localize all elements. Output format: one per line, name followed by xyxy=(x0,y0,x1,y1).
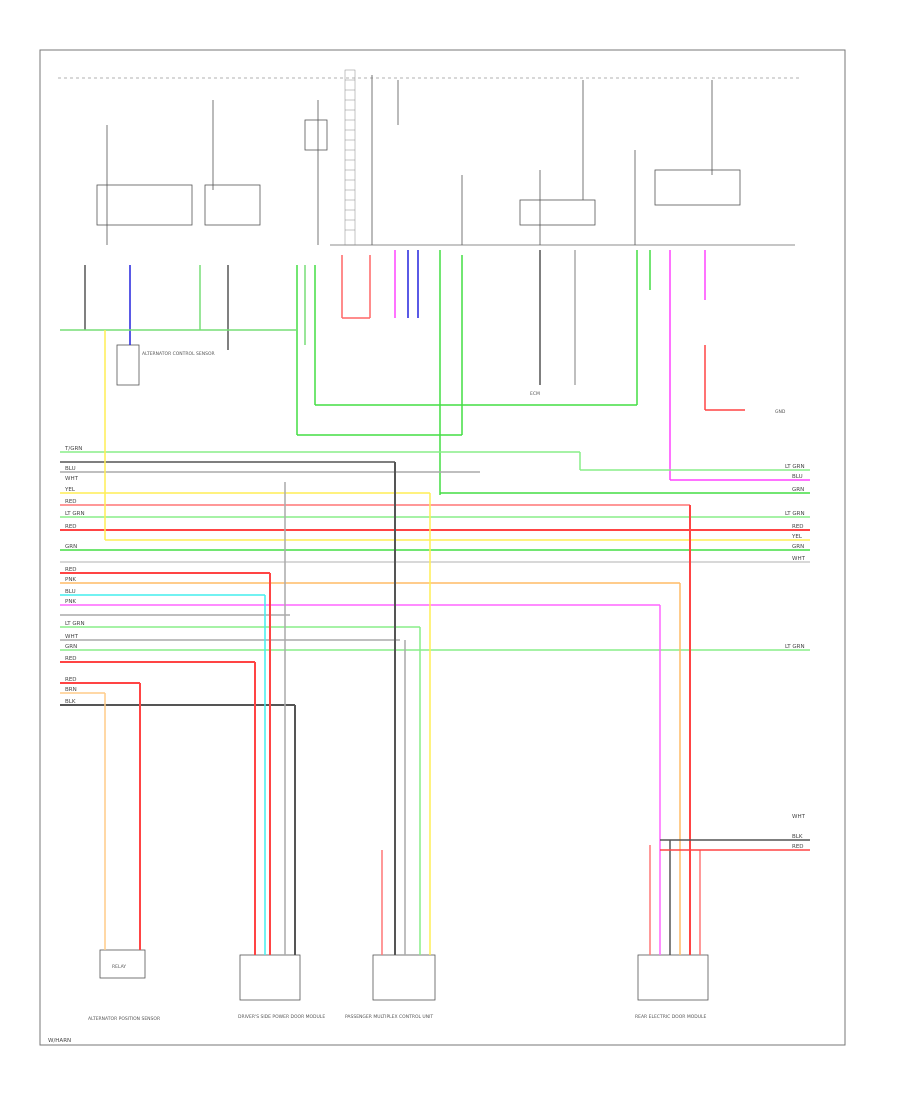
right-label-5: RED xyxy=(792,524,804,530)
left-label-1: T/GRN xyxy=(64,446,82,452)
right-labels: LT GRN BLU GRN LT GRN RED YEL GRN WHT LT… xyxy=(785,464,806,850)
right-label-6: YEL xyxy=(791,534,803,540)
left-label-17: RED xyxy=(65,677,77,683)
left-labels: T/GRN BLU WHT YEL RED LT GRN RED GRN PNK… xyxy=(64,446,85,705)
diagram-frame xyxy=(39,49,846,1046)
right-label-10: WHT xyxy=(792,814,806,820)
right-label-8: WHT xyxy=(792,556,806,562)
left-label-16: RED xyxy=(65,656,77,662)
footer-label: W/HARN xyxy=(48,1038,71,1044)
left-label-9: PNK xyxy=(65,577,76,583)
left-label-6: LT GRN xyxy=(65,511,85,517)
right-label-1: LT GRN xyxy=(785,464,805,470)
right-label-9: LT GRN xyxy=(785,644,805,650)
component-label-1: ALTERNATOR CONTROL SENSOR xyxy=(142,351,215,357)
left-label-7: RED xyxy=(65,524,77,530)
fuse-block xyxy=(106,75,713,245)
left-label-10: RED xyxy=(65,567,77,573)
left-label-8: GRN xyxy=(65,544,77,550)
bus-wires xyxy=(60,451,810,706)
left-label-18: BRN xyxy=(65,687,77,693)
left-label-11: BLU xyxy=(65,589,76,595)
component-label-2: ECM xyxy=(530,391,540,397)
right-label-4: LT GRN xyxy=(785,511,805,517)
left-label-5: RED xyxy=(65,499,77,505)
left-label-2: BLU xyxy=(65,466,76,472)
bottom-label-2: DRIVER'S SIDE POWER DOOR MODULE xyxy=(238,1014,325,1020)
left-label-14: WHT xyxy=(65,634,79,640)
right-label-2: GRN xyxy=(792,487,804,493)
right-label-12: RED xyxy=(792,844,804,850)
left-label-12: PNK xyxy=(65,599,76,605)
bottom-labels: ALTERNATOR POSITION SENSOR DRIVER'S SIDE… xyxy=(88,1014,707,1022)
middle-horizontal-wires xyxy=(60,329,745,436)
right-label-11: BLK xyxy=(792,834,803,840)
relay-boxes xyxy=(96,119,741,226)
component-labels: ALTERNATOR CONTROL SENSOR ECM RELAY GND xyxy=(112,351,786,970)
bottom-label-4: REAR ELECTRIC DOOR MODULE xyxy=(635,1014,707,1020)
component-label-4: GND xyxy=(775,409,786,415)
component-label-3: RELAY xyxy=(112,964,126,970)
right-label-7: GRN xyxy=(792,544,804,550)
drop-wires xyxy=(104,330,810,955)
upper-wires xyxy=(84,250,706,495)
bottom-label-1: ALTERNATOR POSITION SENSOR xyxy=(88,1016,160,1022)
bottom-label-3: PASSENGER MULTIPLEX CONTROL UNIT xyxy=(345,1014,433,1020)
left-label-19: BLK xyxy=(65,699,76,705)
hatched-bar xyxy=(344,69,356,246)
left-label-15: GRN xyxy=(65,644,77,650)
left-label-3: WHT xyxy=(65,476,79,482)
left-label-13: LT GRN xyxy=(65,621,85,627)
component-boxes xyxy=(99,344,709,1001)
right-label-3: BLU xyxy=(792,474,803,480)
left-label-4: YEL xyxy=(64,487,76,493)
